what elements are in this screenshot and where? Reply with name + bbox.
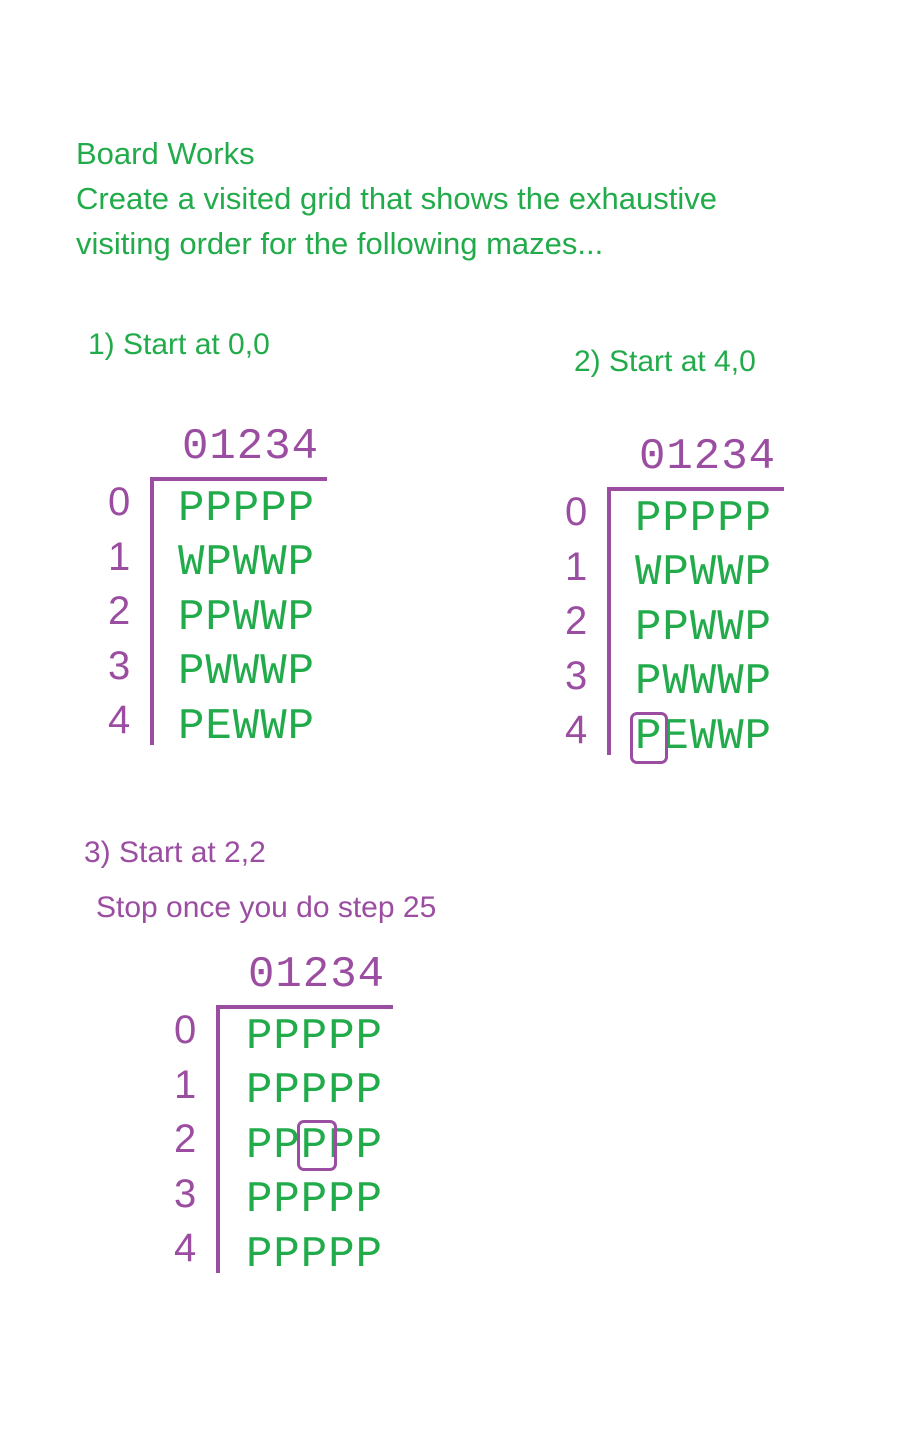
- maze1-top-rule: [151, 477, 327, 481]
- maze1-row: PEWWP: [178, 702, 316, 752]
- maze1-row: PPPPP: [178, 484, 316, 534]
- maze2-row: PWWWP: [635, 657, 773, 707]
- maze3-row: PPPPP: [246, 1230, 384, 1280]
- maze3-top-rule: [217, 1005, 393, 1009]
- maze2-left-rule: [607, 487, 611, 755]
- maze3-row: PPPPP: [246, 1066, 384, 1116]
- maze2-row-number: 2: [565, 599, 588, 643]
- instructions-line-2: visiting order for the following mazes..…: [76, 226, 604, 261]
- maze3-row-number: 3: [174, 1172, 197, 1216]
- maze2-label: 2) Start at 4,0: [574, 345, 756, 378]
- maze1-label: 1) Start at 0,0: [88, 328, 270, 361]
- maze2-row: PEWWP: [635, 712, 773, 762]
- maze1-column-header: 01234: [182, 422, 320, 472]
- maze2-column-header: 01234: [639, 432, 777, 482]
- maze2-row-number: 0: [565, 490, 588, 534]
- maze3-label: 3) Start at 2,2: [84, 836, 266, 869]
- maze3-note: Stop once you do step 25: [96, 891, 437, 924]
- maze2-row-number: 4: [565, 708, 588, 752]
- maze1-left-rule: [150, 477, 154, 745]
- maze3-start-marker: [297, 1120, 337, 1171]
- maze2-row-number: 3: [565, 654, 588, 698]
- maze3-row-number: 1: [174, 1063, 197, 1107]
- maze3-row-number: 0: [174, 1008, 197, 1052]
- maze1-row-number: 4: [108, 698, 131, 742]
- maze2-top-rule: [608, 487, 784, 491]
- maze3-column-header: 01234: [248, 950, 386, 1000]
- maze2-row-number: 1: [565, 545, 588, 589]
- maze1-row: PPWWP: [178, 593, 316, 643]
- maze1-row: PWWWP: [178, 647, 316, 697]
- maze1-row-number: 0: [108, 480, 131, 524]
- maze3-row-number: 4: [174, 1226, 197, 1270]
- maze3-row-number: 2: [174, 1117, 197, 1161]
- maze2-row: PPWWP: [635, 603, 773, 653]
- maze1-row-number: 3: [108, 644, 131, 688]
- maze3-row: PPPPP: [246, 1012, 384, 1062]
- maze3-left-rule: [216, 1005, 220, 1273]
- maze1-row-number: 2: [108, 589, 131, 633]
- maze1-row: WPWWP: [178, 538, 316, 588]
- title: Board Works: [76, 136, 255, 171]
- maze2-row: PPPPP: [635, 494, 773, 544]
- maze2-start-marker: [630, 712, 668, 764]
- maze3-row: PPPPP: [246, 1121, 384, 1171]
- maze1-row-number: 1: [108, 535, 131, 579]
- maze2-row: WPWWP: [635, 548, 773, 598]
- maze3-row: PPPPP: [246, 1175, 384, 1225]
- instructions-line-1: Create a visited grid that shows the exh…: [76, 181, 718, 216]
